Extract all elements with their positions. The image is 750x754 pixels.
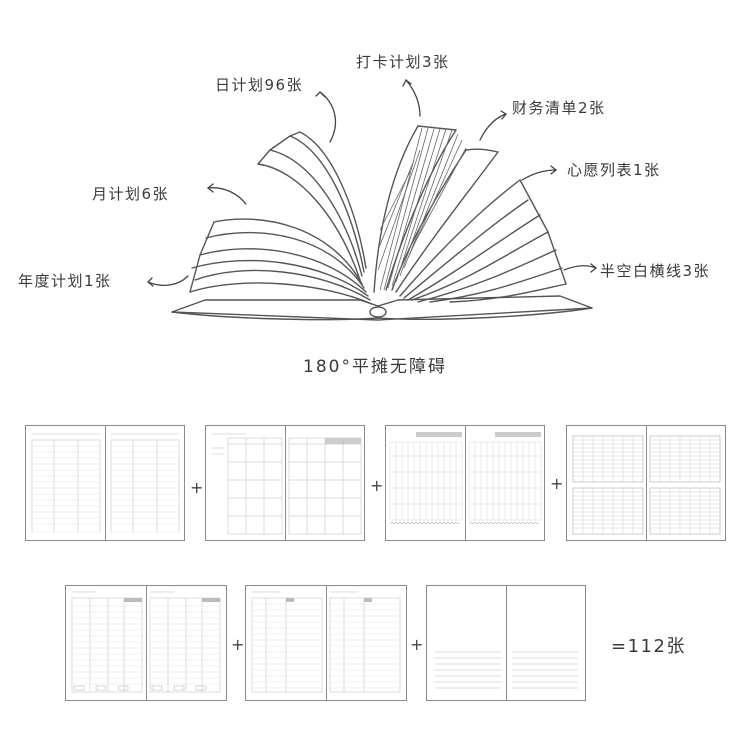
page-left bbox=[212, 433, 283, 535]
fold bbox=[465, 426, 466, 540]
fold bbox=[646, 426, 647, 540]
spread-checkin bbox=[385, 425, 545, 541]
total-pages: =112张 bbox=[611, 636, 686, 657]
arrow-finance bbox=[479, 113, 507, 141]
label-half-blank-lines: 半空白横线3张 bbox=[600, 262, 711, 280]
page-left bbox=[435, 651, 501, 689]
fold bbox=[105, 426, 106, 540]
label-finance-list: 财务清单2张 bbox=[512, 99, 606, 117]
arrow-monthly bbox=[207, 187, 247, 205]
plus-sign: + bbox=[410, 635, 424, 654]
page-left bbox=[71, 591, 143, 693]
plus-sign: + bbox=[231, 635, 245, 654]
label-daily-plan: 日计划96张 bbox=[215, 76, 304, 94]
fold bbox=[326, 586, 327, 700]
open-book-illustration bbox=[147, 78, 598, 321]
arrow-half-blank bbox=[563, 265, 597, 271]
fold bbox=[146, 586, 147, 700]
plus-sign: + bbox=[190, 478, 204, 497]
arrow-yearly bbox=[147, 275, 189, 287]
page-left bbox=[572, 435, 644, 535]
page-left bbox=[389, 432, 463, 525]
arrow-wishlist bbox=[521, 169, 557, 181]
plus-sign: + bbox=[370, 476, 384, 495]
spread-finance bbox=[566, 425, 726, 541]
page-right bbox=[512, 651, 578, 689]
page-right bbox=[649, 435, 721, 535]
page-right bbox=[288, 437, 362, 535]
plus-sign: + bbox=[550, 474, 564, 493]
fold bbox=[285, 426, 286, 540]
page-right bbox=[468, 432, 542, 525]
spread-monthly bbox=[205, 425, 365, 541]
fold bbox=[506, 586, 507, 700]
page-left bbox=[31, 433, 101, 533]
label-checkin-plan: 打卡计划3张 bbox=[356, 53, 450, 71]
caption-lay-flat: 180°平摊无障碍 bbox=[303, 357, 447, 377]
spread-wishlist bbox=[245, 585, 407, 701]
label-monthly-plan: 月计划6张 bbox=[92, 185, 170, 203]
spread-daily bbox=[65, 585, 227, 701]
page-right bbox=[149, 591, 221, 693]
arrow-daily bbox=[319, 91, 337, 143]
page-right bbox=[110, 433, 180, 533]
arrow-checkin bbox=[405, 79, 421, 117]
spread-half-blank bbox=[426, 585, 586, 701]
label-yearly-plan: 年度计划1张 bbox=[18, 272, 112, 290]
spread-yearly bbox=[25, 425, 185, 541]
page-left bbox=[251, 591, 323, 693]
label-wishlist: 心愿列表1张 bbox=[567, 161, 661, 179]
page-right bbox=[329, 591, 401, 693]
